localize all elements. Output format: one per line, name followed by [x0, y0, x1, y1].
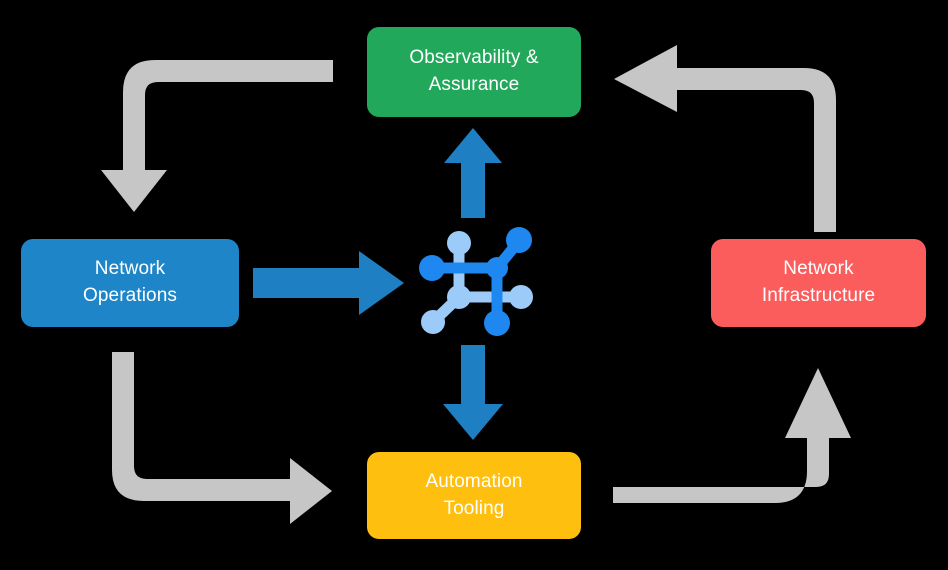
node-observability-assurance[interactable]: Observability & Assurance: [367, 27, 581, 117]
arrow-hub-to-observability: [444, 128, 502, 218]
node-network-infrastructure[interactable]: Network Infrastructure: [711, 239, 926, 327]
node-automation-tooling[interactable]: Automation Tooling: [367, 452, 581, 539]
node-observability-assurance-label: Observability & Assurance: [409, 47, 539, 95]
arrow-automation-to-infrastructure: [613, 368, 851, 503]
node-network-operations[interactable]: Network Operations: [21, 239, 239, 327]
arrow-operations-to-hub: [253, 251, 404, 315]
node-network-infrastructure-label: Network Infrastructure: [761, 258, 876, 306]
arrow-operations-to-automation: [112, 352, 332, 524]
arrow-hub-to-automation: [443, 345, 503, 440]
arrow-infrastructure-to-observability: [614, 45, 836, 232]
network-topology-icon: [419, 227, 533, 336]
arrow-observability-to-operations: [101, 60, 333, 212]
node-automation-tooling-label: Automation Tooling: [425, 470, 523, 519]
node-network-operations-label: Network Operations: [83, 258, 177, 306]
